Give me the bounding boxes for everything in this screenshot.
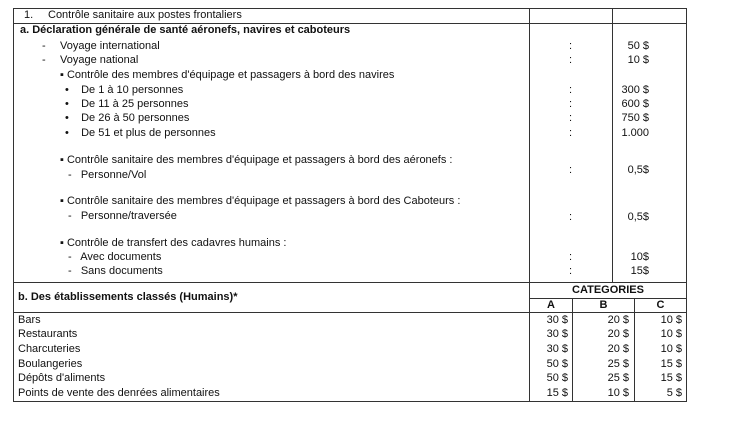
category-a-value: 50 $ <box>546 358 568 370</box>
row-value: 300 $ <box>621 84 649 96</box>
colon: : <box>569 112 573 124</box>
list-item: • De 11 à 25 personnes <box>65 98 189 110</box>
colon: : <box>569 251 573 263</box>
category-b-value: 25 $ <box>607 372 629 384</box>
category-c-value: 10 $ <box>660 314 682 326</box>
colon: : <box>569 265 573 277</box>
row-value: 50 $ <box>627 40 649 52</box>
category-c-value: 10 $ <box>660 328 682 340</box>
list-item: • De 1 à 10 personnes <box>65 84 184 96</box>
column-divider <box>572 298 573 402</box>
row-label: Personne/traversée <box>80 210 177 222</box>
table-border-bottom <box>13 401 687 402</box>
establishment-label: Restaurants <box>18 328 78 340</box>
category-b-value: 20 $ <box>607 328 629 340</box>
row-label: Voyage national <box>60 54 139 66</box>
column-header-a: A <box>547 299 555 311</box>
list-item: • De 26 à 50 personnes <box>65 112 190 124</box>
category-a-value: 30 $ <box>546 343 568 355</box>
row-value: 0,5$ <box>627 164 649 176</box>
table-border-top <box>13 8 687 9</box>
establishment-label: Boulangeries <box>18 358 83 370</box>
row-label: De 1 à 10 personnes <box>81 84 184 96</box>
establishment-label: Charcuteries <box>18 343 81 355</box>
subsection-title: ▪ Contrôle sanitaire des membres d'équip… <box>60 154 453 166</box>
dash-marker: - <box>42 54 46 66</box>
table-border-left <box>13 8 14 402</box>
category-a-value: 30 $ <box>546 314 568 326</box>
colon: : <box>569 40 573 52</box>
row-label: De 11 à 25 personnes <box>81 98 189 110</box>
categories-header: CATEGORIES <box>572 284 644 296</box>
row-divider <box>13 23 687 24</box>
column-divider <box>634 298 635 402</box>
section-b-title: b. Des établissements classés (Humains)* <box>18 291 238 303</box>
colon: : <box>569 54 573 66</box>
colon: : <box>569 211 573 223</box>
dash-marker: - <box>42 40 46 52</box>
category-b-value: 25 $ <box>607 358 629 370</box>
list-item: - Sans documents <box>68 265 163 277</box>
column-header-c: C <box>656 299 665 311</box>
row-value: 15$ <box>630 265 649 277</box>
row-value: 10 $ <box>627 54 649 66</box>
establishment-label: Bars <box>18 314 41 326</box>
list-item: - Personne/Vol <box>68 169 147 181</box>
row-label: Sans documents <box>80 265 163 277</box>
subsection-title: ▪ Contrôle sanitaire des membres d'équip… <box>60 195 461 207</box>
row-label: De 26 à 50 personnes <box>81 112 190 124</box>
category-c-value: 5 $ <box>666 387 682 399</box>
column-header-b: B <box>599 299 608 311</box>
row-label: Avec documents <box>80 251 162 263</box>
table-border-right <box>686 8 687 402</box>
category-b-value: 20 $ <box>607 314 629 326</box>
aeronefs-title: Contrôle sanitaire des membres d'équipag… <box>66 154 453 166</box>
category-c-value: 15 $ <box>660 358 682 370</box>
subsection-title: ▪ Contrôle des membres d'équipage et pas… <box>60 69 395 81</box>
cadavres-title: Contrôle de transfert des cadavres humai… <box>66 237 287 249</box>
row-value: 0,5$ <box>627 211 649 223</box>
section-title: Contrôle sanitaire aux postes frontalier… <box>48 9 242 21</box>
category-a-value: 30 $ <box>546 328 568 340</box>
row-divider <box>13 282 687 283</box>
subsection-title: ▪ Contrôle de transfert des cadavres hum… <box>60 237 287 249</box>
colon: : <box>569 98 573 110</box>
category-b-value: 10 $ <box>607 387 629 399</box>
category-c-value: 15 $ <box>660 372 682 384</box>
list-item: • De 51 et plus de personnes <box>65 127 216 139</box>
row-value: 750 $ <box>621 112 649 124</box>
section-a-title: a. Déclaration générale de santé aéronef… <box>20 24 351 36</box>
list-item: - Personne/traversée <box>68 210 177 222</box>
establishment-label: Dépôts d'aliments <box>18 372 106 384</box>
row-divider <box>530 298 687 299</box>
category-a-value: 15 $ <box>546 387 568 399</box>
colon: : <box>569 127 573 139</box>
colon: : <box>569 84 573 96</box>
colon: : <box>569 164 573 176</box>
row-value: 600 $ <box>621 98 649 110</box>
row-label: Personne/Vol <box>80 169 147 181</box>
row-value: 1.000 <box>621 127 649 139</box>
row-label: Voyage international <box>60 40 160 52</box>
category-c-value: 10 $ <box>660 343 682 355</box>
category-b-value: 20 $ <box>607 343 629 355</box>
establishment-label: Points de vente des denrées alimentaires <box>18 387 220 399</box>
category-a-value: 50 $ <box>546 372 568 384</box>
column-divider <box>612 8 613 283</box>
caboteurs-title: Contrôle sanitaire des membres d'équipag… <box>66 195 461 207</box>
row-label: De 51 et plus de personnes <box>81 127 216 139</box>
list-item: - Avec documents <box>68 251 162 263</box>
column-divider <box>529 8 530 402</box>
section-number: 1. <box>24 9 34 21</box>
row-divider <box>13 312 687 313</box>
navires-title: Contrôle des membres d'équipage et passa… <box>66 69 395 81</box>
row-value: 10$ <box>630 251 649 263</box>
